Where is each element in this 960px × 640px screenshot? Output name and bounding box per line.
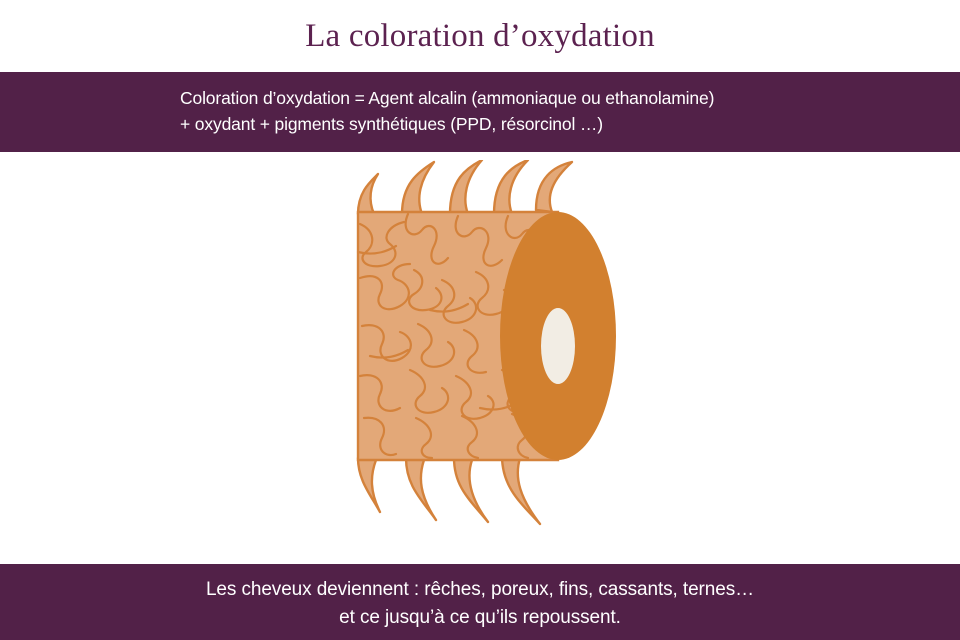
cuticle-scale-spikes-top (356, 158, 574, 216)
top-banner-line-2: + oxydant + pigments synthétiques (PPD, … (180, 114, 603, 134)
bottom-banner: Les cheveux deviennent : rêches, poreux,… (0, 564, 960, 640)
hair-shaft-group (356, 158, 616, 526)
top-banner-text: Coloration d’oxydation = Agent alcalin (… (180, 85, 940, 137)
bottom-banner-text: Les cheveux deviennent : rêches, poreux,… (0, 576, 960, 632)
cuticle-scale-spikes-bottom (356, 454, 542, 526)
hair-medulla-ellipse (541, 308, 575, 384)
damaged-hair-shaft-diagram (330, 158, 650, 560)
top-banner-line-1: Coloration d’oxydation = Agent alcalin (… (180, 88, 715, 108)
bottom-banner-line-2: et ce jusqu’à ce qu’ils repoussent. (339, 607, 621, 628)
bottom-banner-line-1: Les cheveux deviennent : rêches, poreux,… (205, 579, 755, 600)
page-title: La coloration d’oxydation (305, 18, 655, 54)
top-banner: Coloration d’oxydation = Agent alcalin (… (0, 72, 960, 152)
